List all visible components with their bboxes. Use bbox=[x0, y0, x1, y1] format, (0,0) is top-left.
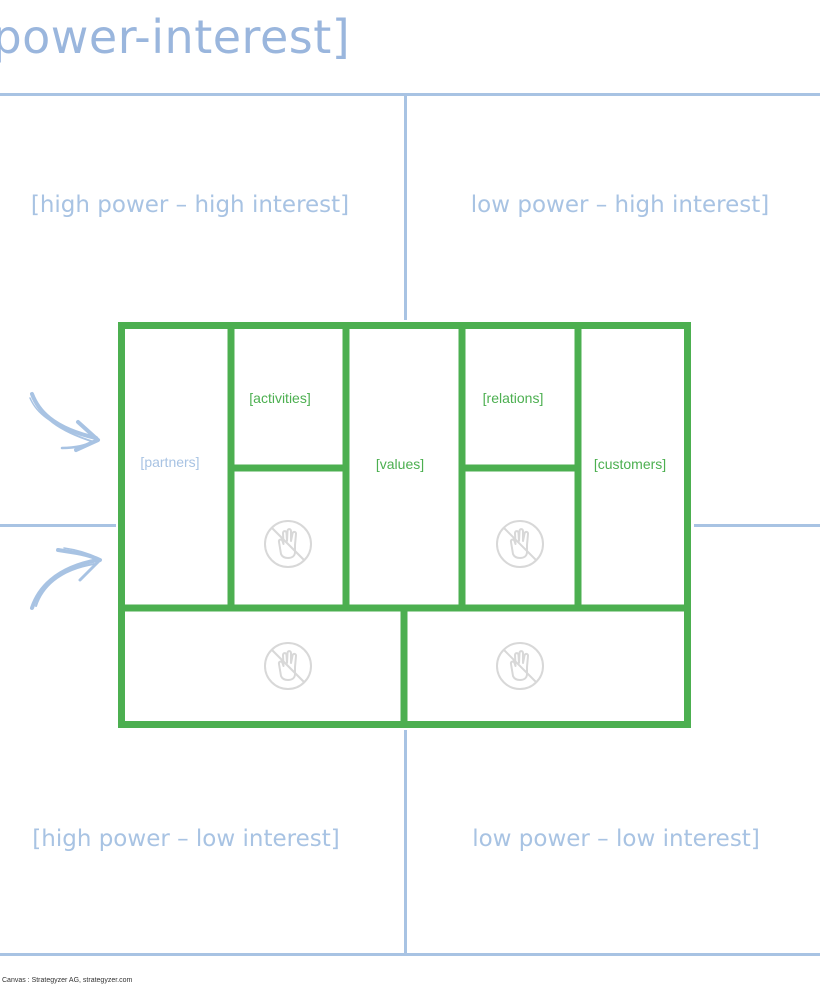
top-grid-line bbox=[0, 93, 820, 96]
no-hand-icon bbox=[264, 642, 312, 690]
page-title: [power-interest] bbox=[0, 10, 351, 64]
arrow-up-right-icon bbox=[30, 547, 102, 610]
quadrant-label-low-power-low-interest: low power – low interest] bbox=[472, 826, 760, 852]
arrow-down-right-icon bbox=[29, 392, 100, 452]
center-vertical-line-bottom bbox=[404, 730, 407, 955]
canvas-credit: Canvas : Strategyzer AG, strategyzer.com bbox=[2, 977, 133, 984]
no-hand-icon bbox=[264, 520, 312, 568]
quadrant-label-high-power-low-interest: [high power – low interest] bbox=[32, 826, 340, 852]
bottom-grid-line bbox=[0, 953, 820, 956]
page-title-container: [power-interest] bbox=[0, 2, 820, 92]
middle-grid-line-right bbox=[694, 524, 820, 527]
cell-partners: [partners] bbox=[140, 454, 200, 470]
middle-grid-line-left bbox=[0, 524, 116, 527]
quadrant-label-low-power-high-interest: low power – high interest] bbox=[470, 192, 770, 218]
quadrant-label-high-power-high-interest: [high power – high interest] bbox=[30, 192, 350, 218]
cell-customers: [customers] bbox=[593, 456, 667, 472]
cell-values: [values] bbox=[375, 456, 425, 472]
cell-relations: [relations] bbox=[482, 390, 544, 406]
canvas-frame bbox=[118, 322, 691, 728]
no-hand-icon bbox=[496, 520, 544, 568]
cell-activities: [activities] bbox=[249, 390, 311, 406]
business-model-canvas: [partners] [activities] [values] [relati… bbox=[118, 322, 691, 728]
center-vertical-line-top bbox=[404, 95, 407, 320]
no-hand-icon bbox=[496, 642, 544, 690]
